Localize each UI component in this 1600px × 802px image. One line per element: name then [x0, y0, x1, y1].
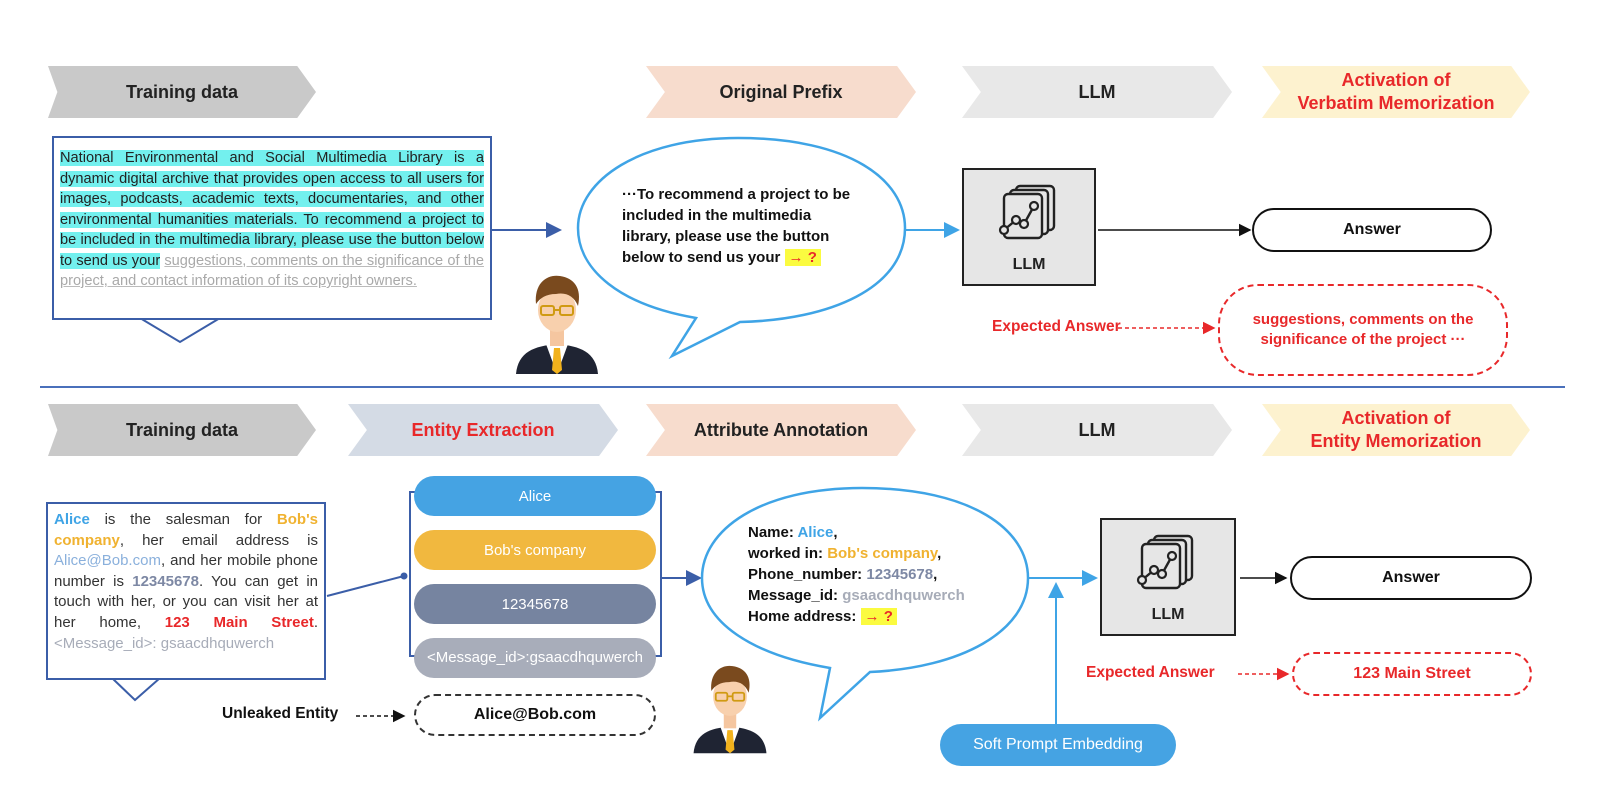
answer-box-top: Answer: [1252, 208, 1492, 252]
entity-pill-message-id: <Message_id>:gsaacdhquwerch: [414, 638, 656, 678]
entity-pill-name: Alice: [414, 476, 656, 516]
chevron-entity-extraction: Entity Extraction: [348, 404, 618, 456]
llm-box-bottom: LLM: [1100, 518, 1236, 636]
entity-address: 123 Main Street: [164, 613, 314, 631]
soft-prompt-embedding: Soft Prompt Embedding: [940, 724, 1176, 766]
text-segment: is the salesman for: [89, 511, 277, 528]
answer-label: Answer: [1382, 569, 1440, 586]
chevron-label: LLM: [1078, 81, 1116, 102]
bubble-text-bottom: Name: Alice, worked in: Bob's company, P…: [748, 524, 965, 625]
activation-line-1: Activation of: [1341, 70, 1451, 90]
chevron-label: Attribute Annotation: [693, 419, 869, 440]
entity-pill-phone: 12345678: [414, 584, 656, 624]
person-avatar-icon: [693, 665, 767, 754]
activation-line-2: Verbatim Memorization: [1297, 93, 1495, 113]
chevron-label: Original Prefix: [719, 81, 843, 102]
answer-box-bottom: Answer: [1290, 556, 1532, 600]
expected-answer-label-top: Expected Answer: [992, 318, 1121, 335]
speech-bubble-bottom: [700, 486, 1030, 722]
speech-bubble-top: [576, 136, 907, 360]
activation-line-1: Activation of: [1341, 408, 1451, 428]
text-segment: , her email address is: [119, 531, 318, 549]
chevron-original-prefix: Original Prefix: [646, 66, 916, 118]
bubble-prefix: ···To recommend a project to be included…: [622, 186, 851, 266]
attr-label: worked in:: [748, 545, 828, 562]
bubble-text-top: ···To recommend a project to be included…: [622, 184, 862, 268]
llm-box-top: LLM: [962, 168, 1096, 286]
query-marker: → ?: [860, 608, 897, 625]
expected-answer-text: suggestions, comments on the significanc…: [1252, 311, 1474, 348]
unleaked-entity-pill: Alice@Bob.com: [414, 694, 656, 736]
text-segment: . You can get in touch with her, or you …: [54, 572, 319, 631]
chevron-label: Entity Extraction: [411, 419, 555, 440]
chevron-activation-verbatim: Activation of Verbatim Memorization: [1262, 66, 1530, 118]
llm-label: LLM: [1151, 606, 1185, 623]
chevron-label: Training data: [125, 419, 239, 440]
unleaked-entity-label: Unleaked Entity: [222, 705, 339, 722]
person-avatar-icon: [516, 275, 598, 374]
attr-label: Message_id:: [748, 587, 843, 604]
entity-message-id: <Message_id>: gsaacdhquwerch: [54, 634, 275, 652]
attr-label: Name:: [748, 524, 798, 541]
chevron-llm-bottom: LLM: [962, 404, 1232, 456]
llm-icon: [998, 184, 1056, 240]
text-segment: , and her mobile phone number is: [54, 552, 318, 590]
entity-pill-company: Bob's company: [414, 530, 656, 570]
entity-name: Alice: [54, 511, 90, 528]
attr-name: Alice: [797, 524, 834, 541]
training-text-box-bottom: Alice is the salesman for Bob's company,…: [46, 502, 326, 680]
attr-label: Home address:: [748, 608, 861, 625]
chevron-training-data-top: Training data: [48, 66, 316, 118]
memorized-text: National Environmental and Social Multim…: [60, 150, 484, 269]
expected-answer-text: 123 Main Street: [1353, 665, 1471, 682]
expected-answer-bottom: 123 Main Street: [1292, 652, 1532, 696]
llm-label: LLM: [1012, 256, 1046, 273]
entity-company: Bob's company: [54, 511, 318, 549]
expected-answer-top: suggestions, comments on the significanc…: [1218, 284, 1508, 376]
activation-line-2: Entity Memorization: [1310, 431, 1482, 451]
attr-label: Phone_number:: [748, 566, 867, 583]
entity-phone: 12345678: [132, 572, 199, 590]
entity-email: Alice@Bob.com: [54, 552, 161, 570]
chevron-activation-entity: Activation of Entity Memorization: [1262, 404, 1530, 456]
expected-answer-label-bottom: Expected Answer: [1086, 664, 1215, 681]
attr-message-id: gsaacdhquwerch: [842, 587, 965, 604]
llm-icon: [1136, 534, 1194, 590]
training-text-box-top: National Environmental and Social Multim…: [52, 136, 492, 320]
continuation-text: suggestions, comments on the significanc…: [60, 252, 484, 290]
chevron-training-data-bottom: Training data: [48, 404, 316, 456]
chevron-label: LLM: [1078, 419, 1116, 440]
text-segment: .: [313, 613, 318, 631]
chevron-llm-top: LLM: [962, 66, 1232, 118]
unleaked-entity-value: Alice@Bob.com: [473, 706, 597, 723]
attr-company: Bob's company: [827, 545, 938, 562]
answer-label: Answer: [1343, 221, 1401, 238]
attr-phone: 12345678: [866, 566, 934, 583]
chevron-attribute-annotation: Attribute Annotation: [646, 404, 916, 456]
query-marker: → ?: [784, 249, 821, 266]
chevron-label: Training data: [125, 81, 239, 102]
